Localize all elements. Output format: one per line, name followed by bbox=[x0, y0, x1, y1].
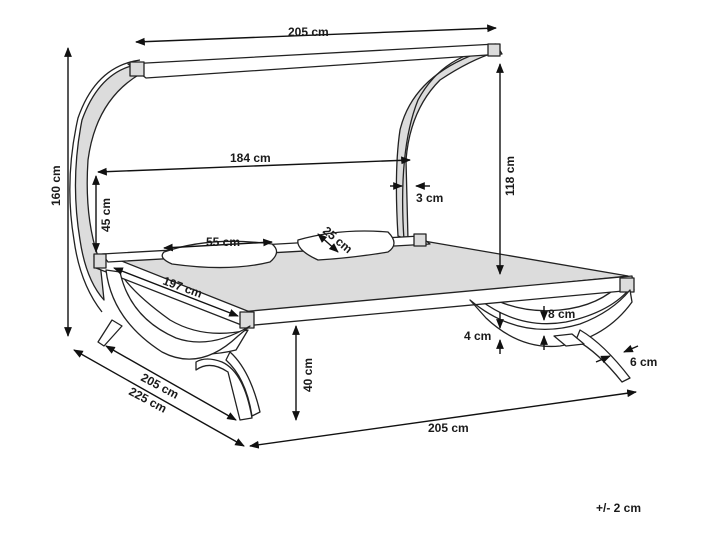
front-right-foot bbox=[575, 329, 631, 383]
right-corner-cap bbox=[619, 277, 635, 293]
label-tolerance: +/- 2 cm bbox=[596, 501, 641, 515]
dim-inner-width bbox=[97, 156, 411, 176]
left-corner-cap bbox=[93, 253, 107, 269]
front-left-leg bbox=[105, 269, 251, 360]
label-canopy-height: 118 cm bbox=[503, 156, 517, 196]
right-foot-back bbox=[553, 333, 585, 347]
dim-pillow-width bbox=[317, 233, 339, 253]
dim-canopy-width bbox=[135, 24, 497, 46]
dim-mattress-length bbox=[113, 267, 239, 317]
label-side-height: 45 cm bbox=[99, 198, 113, 232]
dim-leg-thickness-a bbox=[595, 355, 611, 364]
label-rail-height: 8 cm bbox=[548, 307, 575, 321]
daybed-drawing bbox=[69, 43, 635, 421]
label-canopy-width: 205 cm bbox=[288, 25, 329, 39]
label-frame-thickness: 3 cm bbox=[416, 191, 443, 205]
label-total-width: 205 cm bbox=[428, 421, 469, 435]
dimension-labels: 205 cm 160 cm 118 cm 184 cm 45 cm 3 cm 5… bbox=[49, 25, 657, 515]
label-bed-height: 40 cm bbox=[301, 358, 315, 392]
left-foot-back bbox=[97, 319, 123, 347]
front-corner-cap bbox=[239, 311, 255, 329]
label-inner-width: 184 cm bbox=[230, 151, 271, 165]
canopy-fabric bbox=[74, 63, 141, 301]
label-pillow-length: 55 cm bbox=[206, 235, 240, 249]
back-corner-cap bbox=[413, 233, 427, 247]
canopy-left-cap bbox=[129, 61, 145, 77]
dim-leg-thickness-b bbox=[623, 344, 639, 353]
canopy-right-arc bbox=[401, 47, 501, 241]
canopy-right-cap bbox=[487, 43, 501, 57]
label-leg-thickness: 6 cm bbox=[630, 355, 657, 369]
label-total-height: 160 cm bbox=[49, 165, 63, 206]
dim-total-width bbox=[249, 389, 637, 449]
dim-pillow-length bbox=[163, 238, 273, 252]
dim-total-depth bbox=[73, 349, 245, 447]
dimension-lines bbox=[64, 24, 639, 449]
canopy-top-fabric bbox=[139, 51, 497, 241]
label-foot-height: 4 cm bbox=[464, 329, 491, 343]
front-right-leg bbox=[469, 289, 633, 348]
